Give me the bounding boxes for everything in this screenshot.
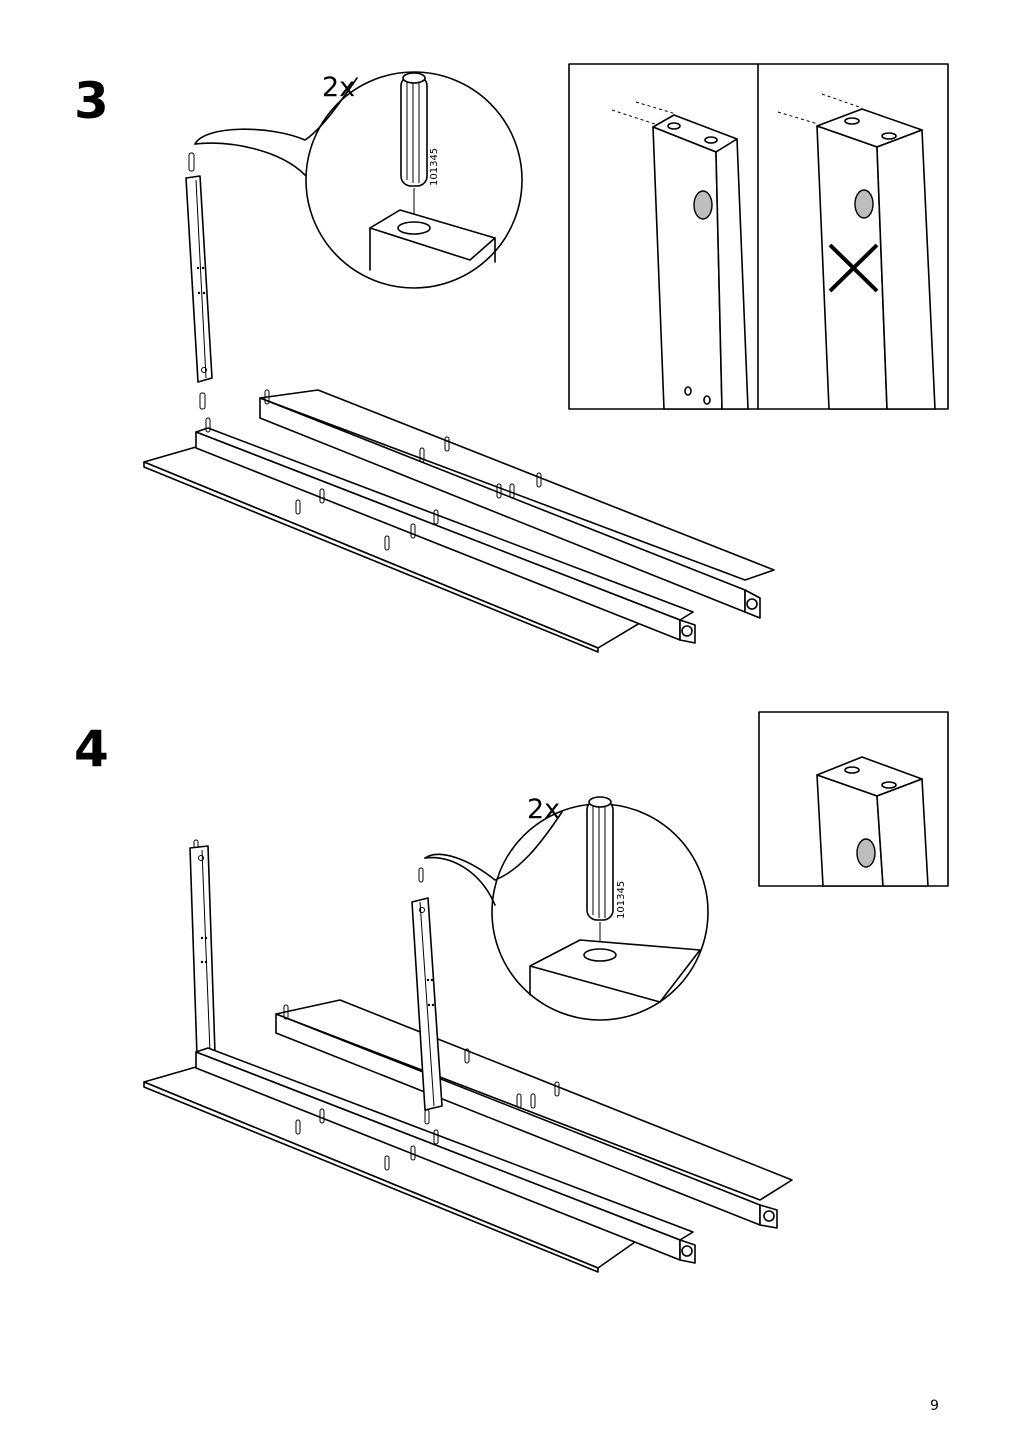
step-3-detail-callout <box>194 71 523 289</box>
step-3-number: 3 <box>74 72 109 130</box>
step-4-right-leg <box>411 867 443 1125</box>
page-number: 9 <box>930 1398 939 1414</box>
step-4-left-leg <box>189 839 216 1057</box>
dowel-icon <box>400 72 428 187</box>
step-3-back-rail <box>259 389 775 619</box>
dowel-icon <box>586 796 614 921</box>
step-4-orientation-detail <box>758 711 949 887</box>
step-4-back-rail <box>275 999 793 1229</box>
step-4-detail-callout <box>424 796 709 1021</box>
step-3-orientation-detail <box>568 63 949 410</box>
step-4-front-panel <box>143 1047 696 1273</box>
incorrect-x-icon <box>828 243 879 293</box>
step-4-number: 4 <box>74 720 109 778</box>
step-4-quantity: 2x <box>527 794 561 825</box>
step-3-leg <box>185 152 213 410</box>
step-3-front-panel <box>143 417 696 653</box>
